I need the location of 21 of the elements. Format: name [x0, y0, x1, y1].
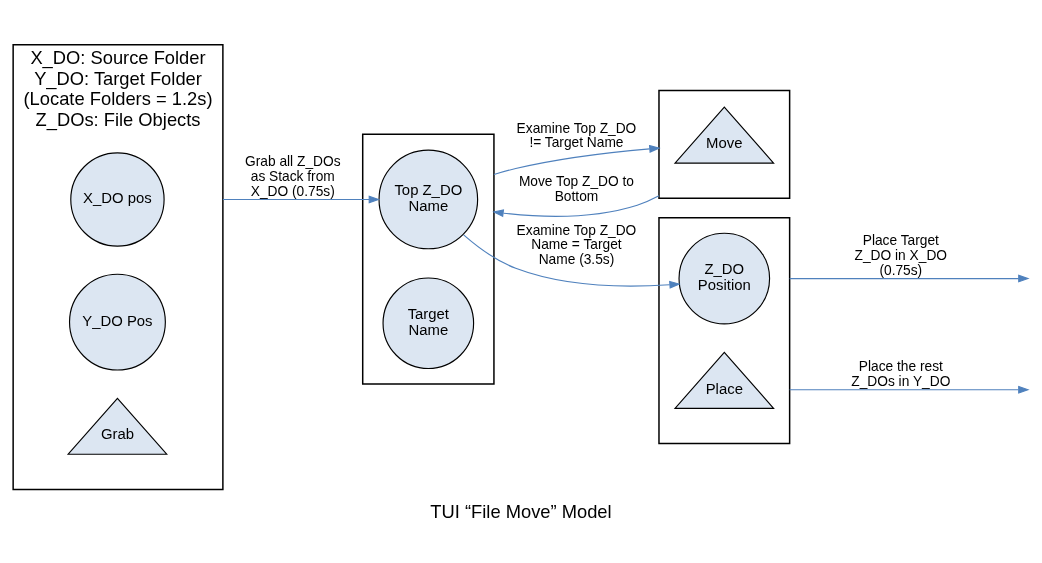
cluster — [658, 216, 791, 444]
node-circle: Y_DO Pos — [68, 273, 166, 371]
edge-label: Place Target Z_DO in X_DO (0.75s) — [854, 232, 948, 278]
edge-label: Move Top Z_DO to Bottom — [518, 173, 635, 204]
cluster — [658, 89, 791, 199]
edge-label: Examine Top Z_DO != Target Name — [516, 120, 637, 150]
node-circle: Top Z_DO Name — [378, 149, 479, 249]
node-circle: Target Name — [382, 276, 475, 369]
arrow — [789, 385, 1030, 394]
arrow — [222, 194, 381, 203]
edge-label: Grab all Z_DOs as Stack from X_DO (0.75s) — [245, 153, 341, 199]
arrow — [789, 274, 1030, 283]
arrow — [492, 194, 660, 217]
arrow — [493, 144, 661, 175]
arrow — [463, 233, 681, 289]
edge-label: Examine Top Z_DO Name = Target Name (3.5s) — [516, 222, 637, 267]
edge-label: Place the rest Z_DOs in Y_DO — [851, 358, 951, 389]
node-circle: X_DO pos — [70, 151, 165, 247]
node-circle: Z_DO Position — [678, 232, 771, 324]
cluster — [361, 132, 495, 385]
diagram-title: TUI “File Move” Model — [430, 500, 612, 522]
